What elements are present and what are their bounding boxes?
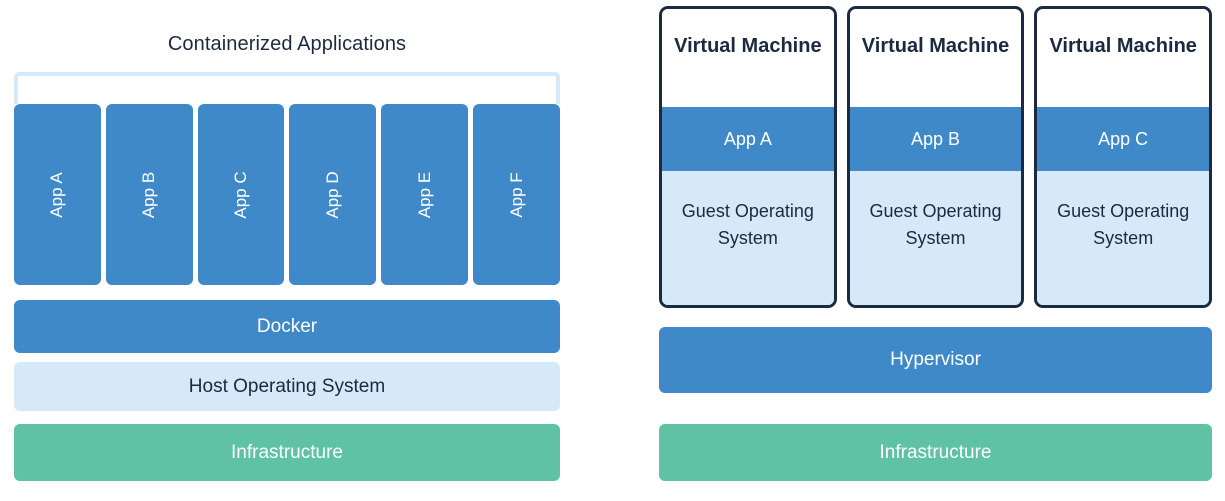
- container-app-e[interactable]: App E: [381, 104, 469, 285]
- page-title: Containerized Applications: [167, 33, 407, 56]
- virtual-machine-2-title: Virtual Machine: [849, 9, 1022, 107]
- virtual-machine-3-guest-os: Guest Operating System: [1037, 171, 1210, 305]
- virtual-machine-2[interactable]: Virtual Machine App B Guest Operating Sy…: [846, 6, 1025, 308]
- container-app-a-label: App A: [47, 171, 67, 218]
- docker-layer[interactable]: Docker: [14, 300, 560, 353]
- virtual-machine-1-title: Virtual Machine: [662, 9, 834, 107]
- infrastructure-layer-right[interactable]: Infrastructure: [659, 424, 1212, 481]
- containers-panel: Containerized Applications App A App B A…: [0, 0, 612, 501]
- virtual-machine-2-guest-os: Guest Operating System: [849, 171, 1022, 305]
- virtual-machine-3-app[interactable]: App C: [1037, 107, 1210, 171]
- container-app-a[interactable]: App A: [14, 104, 101, 285]
- container-bracket: [14, 72, 560, 104]
- virtual-machine-3-title: Virtual Machine: [1037, 9, 1210, 107]
- virtual-machine-1[interactable]: Virtual Machine App A Guest Operating Sy…: [659, 6, 837, 308]
- virtual-machine-3[interactable]: Virtual Machine App C Guest Operating Sy…: [1034, 6, 1213, 308]
- virtual-machines-panel: Virtual Machine App A Guest Operating Sy…: [612, 0, 1225, 501]
- container-app-c[interactable]: App C: [197, 104, 285, 285]
- container-app-c-label: App C: [231, 170, 251, 219]
- virtual-machine-2-app[interactable]: App B: [849, 107, 1022, 171]
- container-app-d-label: App D: [322, 170, 342, 219]
- host-operating-system-layer[interactable]: Host Operating System: [14, 362, 560, 411]
- container-app-b[interactable]: App B: [105, 104, 193, 285]
- container-app-e-label: App E: [414, 171, 434, 218]
- container-app-f[interactable]: App F: [473, 104, 560, 285]
- hypervisor-layer[interactable]: Hypervisor: [659, 327, 1212, 393]
- container-app-b-label: App B: [139, 171, 159, 218]
- container-app-row: App A App B App C App D App E App F: [14, 104, 560, 285]
- virtual-machine-1-app[interactable]: App A: [662, 107, 834, 171]
- infrastructure-layer-left[interactable]: Infrastructure: [14, 424, 560, 481]
- container-app-f-label: App F: [506, 171, 526, 218]
- virtual-machine-row: Virtual Machine App A Guest Operating Sy…: [659, 6, 1213, 308]
- container-app-d[interactable]: App D: [289, 104, 377, 285]
- virtual-machine-1-guest-os: Guest Operating System: [662, 171, 834, 305]
